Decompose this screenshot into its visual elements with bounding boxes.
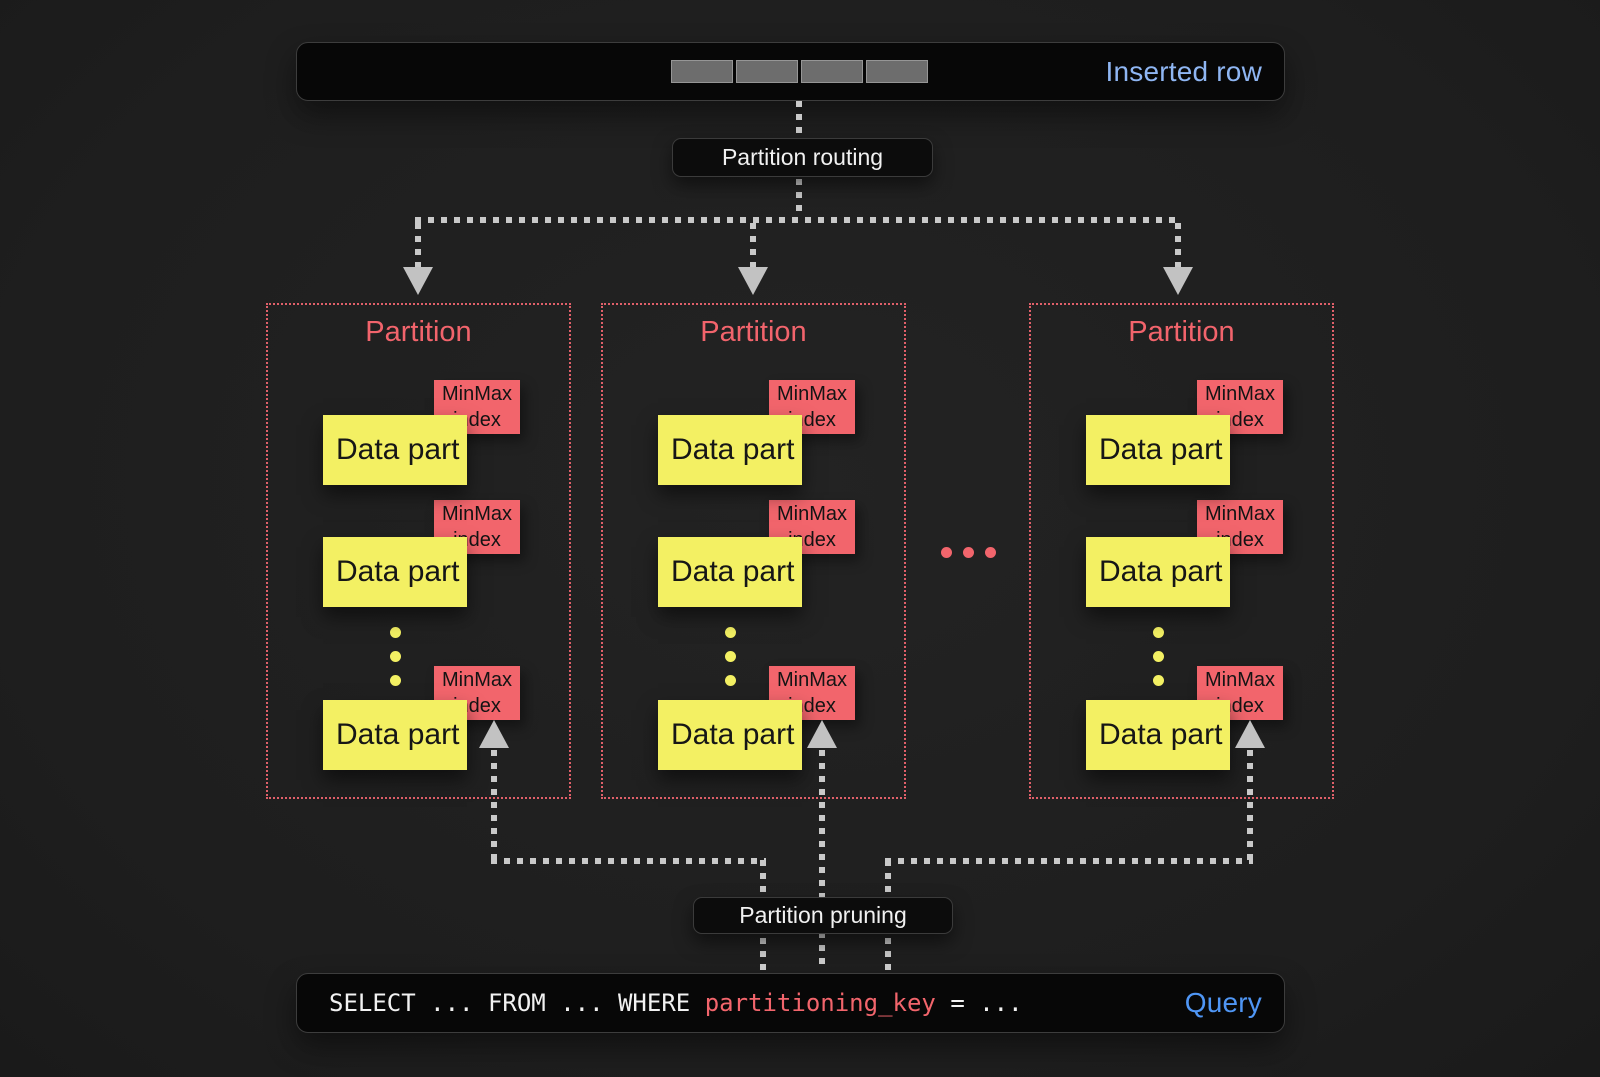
more-parts-dots (725, 627, 736, 686)
partition-box-3: Partition MinMax index Data part MinMax … (1029, 303, 1334, 799)
data-part-box: Data part (1086, 700, 1230, 770)
pruning-line-up-2 (819, 750, 825, 971)
arrow-up-icon (479, 720, 509, 748)
row-cell (671, 60, 733, 83)
row-cell (866, 60, 928, 83)
data-part-box: Data part (1086, 537, 1230, 607)
routing-drop-line-2 (750, 223, 756, 267)
dot (725, 651, 736, 662)
dot (725, 627, 736, 638)
data-part-box: Data part (658, 415, 802, 485)
partition-title: Partition (700, 316, 807, 348)
routing-drop-line-1 (415, 223, 421, 267)
row-cell (736, 60, 798, 83)
partition-title: Partition (1128, 316, 1235, 348)
arrow-down-icon (738, 267, 768, 295)
arrow-up-icon (807, 720, 837, 748)
partition-routing-text: Partition routing (721, 144, 884, 170)
dot (390, 651, 401, 662)
dot (1153, 627, 1164, 638)
data-part-box: Data part (658, 700, 802, 770)
partition-box-2: Partition MinMax index Data part MinMax … (601, 303, 906, 799)
arrow-up-icon (1235, 720, 1265, 748)
partition-pruning-label: Partition pruning (693, 897, 953, 934)
more-partitions-dots (941, 547, 996, 558)
inserted-row-label: Inserted row (1105, 55, 1262, 87)
partition-box-1: Partition MinMax index Data part MinMax … (266, 303, 571, 799)
inserted-row-cells (671, 60, 928, 83)
query-bar: SELECT ... FROM ... WHERE partitioning_k… (296, 973, 1285, 1033)
query-code: SELECT ... FROM ... WHERE partitioning_k… (329, 989, 1023, 1017)
dot (390, 675, 401, 686)
pruning-line-up-3 (1247, 750, 1253, 862)
dot (963, 547, 974, 558)
more-parts-dots (390, 627, 401, 686)
data-part-box: Data part (323, 700, 467, 770)
arrow-down-icon (403, 267, 433, 295)
row-cell (801, 60, 863, 83)
dot (985, 547, 996, 558)
dot (725, 675, 736, 686)
arrow-down-icon (1163, 267, 1193, 295)
inserted-row-bar: Inserted row (296, 42, 1285, 101)
dot (1153, 651, 1164, 662)
pruning-line-horizontal-left (491, 858, 766, 864)
dot (390, 627, 401, 638)
pruning-line-horizontal-right (885, 858, 1253, 864)
data-part-box: Data part (658, 537, 802, 607)
pruning-line-up-1 (491, 750, 497, 862)
query-code-before: SELECT ... FROM ... WHERE (329, 989, 705, 1017)
partitioning-key-token: partitioning_key (704, 989, 936, 1017)
dot (941, 547, 952, 558)
more-parts-dots (1153, 627, 1164, 686)
routing-drop-line-3 (1175, 223, 1181, 267)
query-code-after: = ... (935, 989, 1023, 1017)
partition-pruning-text: Partition pruning (739, 902, 907, 928)
query-label: Query (1184, 987, 1262, 1018)
partition-title: Partition (365, 316, 472, 348)
data-part-box: Data part (323, 537, 467, 607)
routing-line-horizontal (415, 217, 1181, 223)
data-part-box: Data part (323, 415, 467, 485)
dot (1153, 675, 1164, 686)
partition-routing-label: Partition routing (672, 138, 933, 177)
data-part-box: Data part (1086, 415, 1230, 485)
